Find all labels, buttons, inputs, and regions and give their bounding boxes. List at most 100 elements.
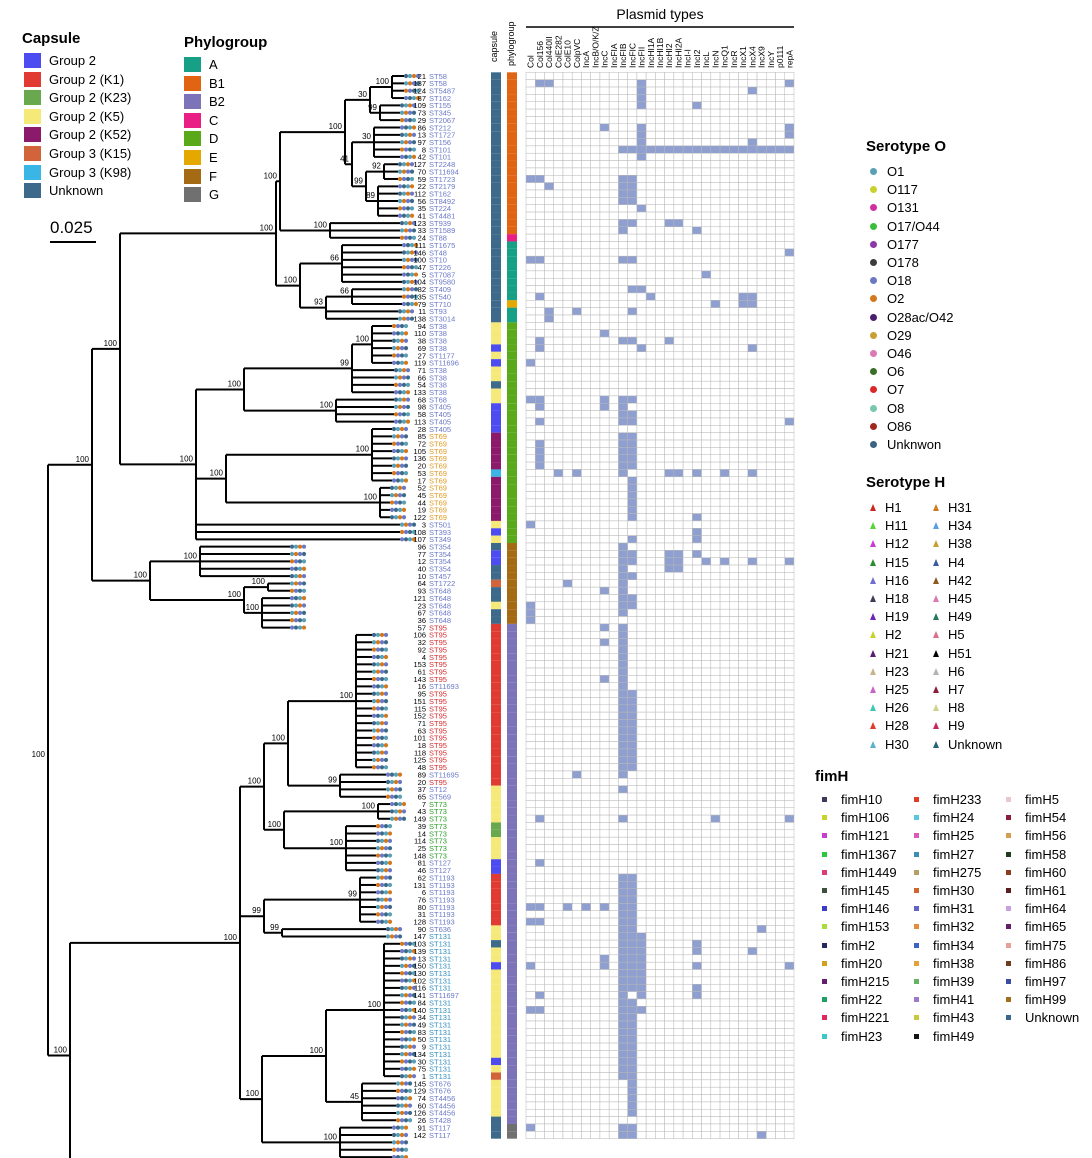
plasmid-cell [590,226,601,235]
capsule-cell [491,542,501,551]
plasmid-cell [534,167,545,176]
plasmid-cell-present [618,226,628,235]
plasmid-cell [766,601,776,610]
phylogroup-cell [507,410,517,418]
tip-st: ST73 [429,822,447,831]
plasmid-cell [756,756,767,764]
plasmid-cell [553,873,564,882]
plasmid-cell [784,395,795,404]
plasmid-cell [553,895,564,904]
plasmid-cell [544,292,554,301]
plasmid-cell-present [645,145,656,154]
plasmid-cell [645,461,656,470]
plasmid-cell [729,763,739,772]
plasmid-cell [590,439,601,448]
plasmid-cell [645,263,656,272]
plasmid-cell-present [618,689,628,698]
plasmid-cell [553,417,564,426]
tip-st: ST73 [429,800,447,809]
plasmid-cell [534,594,545,603]
plasmid-cell [775,108,786,117]
plasmid-cell [756,329,767,338]
tip-marker [407,963,413,968]
tip-st: ST354 [429,542,451,551]
plasmid-cell [682,461,693,470]
bootstrap-label: 100 [356,334,370,343]
plasmid-cell [673,417,684,426]
plasmid-cell [645,535,656,544]
plasmid-cell [784,189,795,198]
tip-marker [399,1037,405,1042]
plasmid-cell [645,925,656,934]
plasmid-cell [553,403,564,411]
plasmid-cell [692,586,702,595]
plasmid-cell [729,542,739,551]
plasmid-cell [701,542,712,551]
tip-id: 58 [418,410,426,419]
tip-marker [399,346,405,351]
plasmid-cell-present [627,219,638,228]
plasmid-cell [553,314,564,323]
plasmid-cell [775,116,786,125]
tip-marker [411,978,417,983]
plasmid-cell [756,292,767,301]
plasmid-cell [581,211,591,220]
plasmid-cell [525,322,536,330]
plasmid-cell [627,667,638,676]
plasmid-cell [581,542,591,551]
tip-marker [395,1147,401,1152]
plasmid-cell [525,439,536,448]
plasmid-cell [590,182,601,191]
plasmid-cell [627,241,638,250]
tip-marker [409,243,415,248]
plasmid-cell-present [729,145,739,154]
tip-marker [397,382,403,387]
plasmid-cell [756,255,767,264]
plasmid-cell [710,211,721,220]
plasmid-cell [599,101,610,110]
plasmid-cell [645,197,656,205]
plasmid-cell [581,72,591,80]
phylogroup-cell [507,359,517,367]
tip-marker [403,220,409,226]
tip-marker [379,713,385,718]
plasmid-cell-present [618,255,628,264]
tip-st: ST48 [429,248,447,257]
plasmid-cell [590,778,601,786]
tip-st: ST405 [429,425,451,434]
tip-marker [301,603,307,608]
plasmid-cell [655,138,665,147]
plasmid-cell [673,461,684,470]
plasmid-cell [747,277,758,286]
capsule-cell [491,954,501,963]
plasmid-cell [710,711,721,720]
tip-marker [405,206,411,211]
plasmid-cell [581,167,591,176]
plasmid-cell [618,160,628,169]
capsule-cell [491,1028,501,1036]
tip-st: ST648 [429,601,451,610]
plasmid-cell [692,932,702,941]
tip-marker [301,551,307,557]
plasmid-cell [756,491,767,500]
plasmid-cell [692,741,702,750]
plasmid-cell [682,579,693,588]
plasmid-cell [710,439,721,448]
plasmid-cell [562,711,573,720]
tip-marker [399,537,405,542]
plasmid-cell [571,108,582,117]
tip-marker [411,1037,417,1042]
plasmid-cell [636,682,647,691]
tip-marker [379,735,385,740]
plasmid-cell [608,770,619,779]
plasmid-cell [636,873,647,882]
phylogroup-cell [507,484,517,492]
plasmid-cell [599,483,610,492]
tip-marker [379,860,385,865]
tip-marker [407,228,413,233]
tip-marker [293,551,299,557]
plasmid-cell [553,241,564,250]
phylogroup-cell [507,881,517,889]
plasmid-cell [525,314,536,323]
tip-st: ST101 [429,145,451,154]
